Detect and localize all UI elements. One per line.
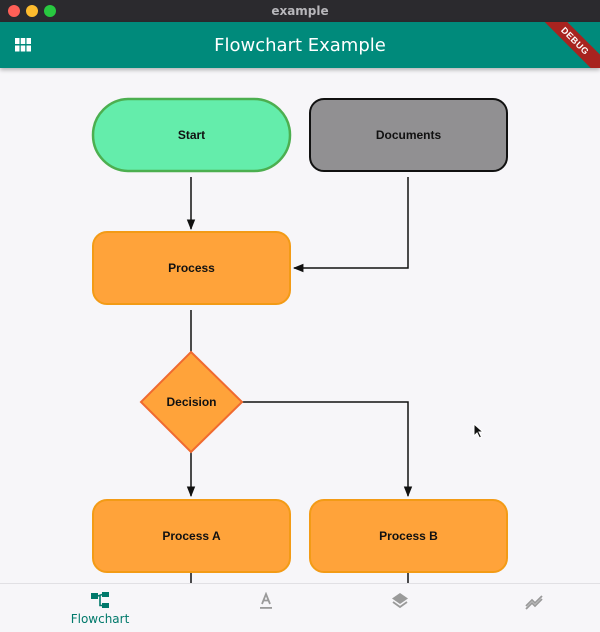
nav-item-trending[interactable] bbox=[459, 584, 600, 632]
node-process-a[interactable]: Process A bbox=[92, 499, 291, 573]
trending-icon bbox=[525, 595, 543, 610]
flowchart-icon bbox=[91, 592, 109, 608]
node-decision[interactable]: Decision bbox=[139, 350, 244, 454]
layers-icon bbox=[392, 593, 408, 609]
text-format-icon bbox=[260, 592, 272, 609]
close-window-button[interactable] bbox=[8, 5, 20, 17]
node-start[interactable]: Start bbox=[91, 97, 292, 173]
maximize-window-button[interactable] bbox=[44, 5, 56, 17]
node-documents[interactable]: Documents bbox=[309, 98, 508, 172]
flowchart-diagram: Start Documents Process Decision Process… bbox=[91, 97, 508, 583]
node-decision-label: Decision bbox=[166, 395, 216, 409]
nav-item-text[interactable] bbox=[191, 584, 341, 632]
node-process[interactable]: Process bbox=[92, 231, 291, 305]
nav-item-flowchart[interactable]: Flowchart bbox=[25, 584, 175, 632]
node-process-a-label: Process A bbox=[162, 529, 221, 543]
edge-documents-process bbox=[292, 177, 409, 273]
node-process-b[interactable]: Process B bbox=[309, 499, 508, 573]
page-title: Flowchart Example bbox=[214, 35, 386, 56]
mouse-cursor-icon bbox=[473, 423, 485, 439]
node-process-label: Process bbox=[168, 261, 215, 275]
window-title: example bbox=[271, 4, 329, 18]
nav-item-flowchart-label: Flowchart bbox=[70, 612, 130, 626]
node-process-b-label: Process B bbox=[379, 529, 438, 543]
bottom-navigation: Flowchart bbox=[0, 583, 600, 632]
minimize-window-button[interactable] bbox=[26, 5, 38, 17]
edge-decision-process-b bbox=[242, 401, 413, 498]
app-bar: Flowchart Example DEBUG bbox=[0, 22, 600, 68]
grid-icon[interactable] bbox=[15, 38, 31, 52]
nav-item-layers[interactable] bbox=[325, 584, 475, 632]
node-documents-label: Documents bbox=[376, 128, 442, 142]
window-titlebar: example bbox=[0, 0, 600, 23]
node-start-label: Start bbox=[178, 128, 205, 142]
flowchart-canvas[interactable]: Start Documents Process Decision Process… bbox=[0, 68, 600, 583]
